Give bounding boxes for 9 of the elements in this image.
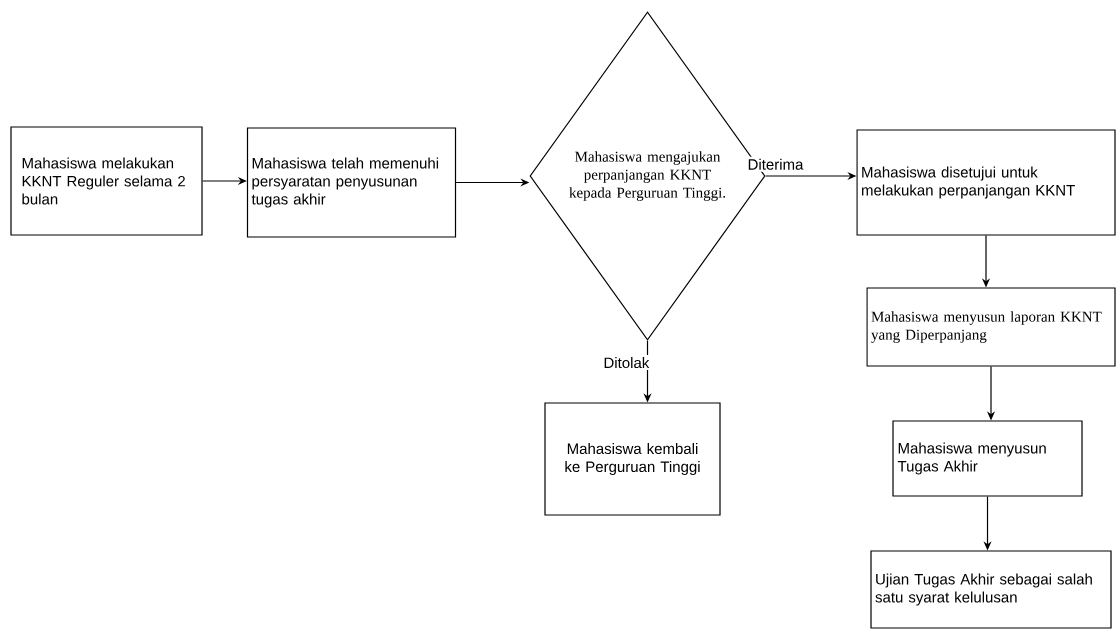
process-box: Mahasiswa kembali ke Perguruan Tinggi — [544, 402, 721, 516]
process-box: Ujian Tugas Akhir sebagai salah satu syarat kelulusan — [870, 550, 1112, 629]
process-box: Mahasiswa disetujui untuk melakukan perpanjangan KKNT — [856, 129, 1116, 236]
process-box: Mahasiswa telah memenuhi persyaratan penyusunan tugas akhir — [246, 127, 457, 238]
process-box: Mahasiswa menyusun Tugas Akhir — [892, 420, 1083, 497]
edge-label: Ditolak — [601, 355, 652, 371]
process-box: Mahasiswa melakukan KKNT Reguler selama 2 bulan — [10, 126, 203, 236]
edge-label: Diterima — [745, 156, 806, 172]
process-box: Mahasiswa menyusun laporan KKNT yang Diperpanjang — [866, 287, 1116, 367]
